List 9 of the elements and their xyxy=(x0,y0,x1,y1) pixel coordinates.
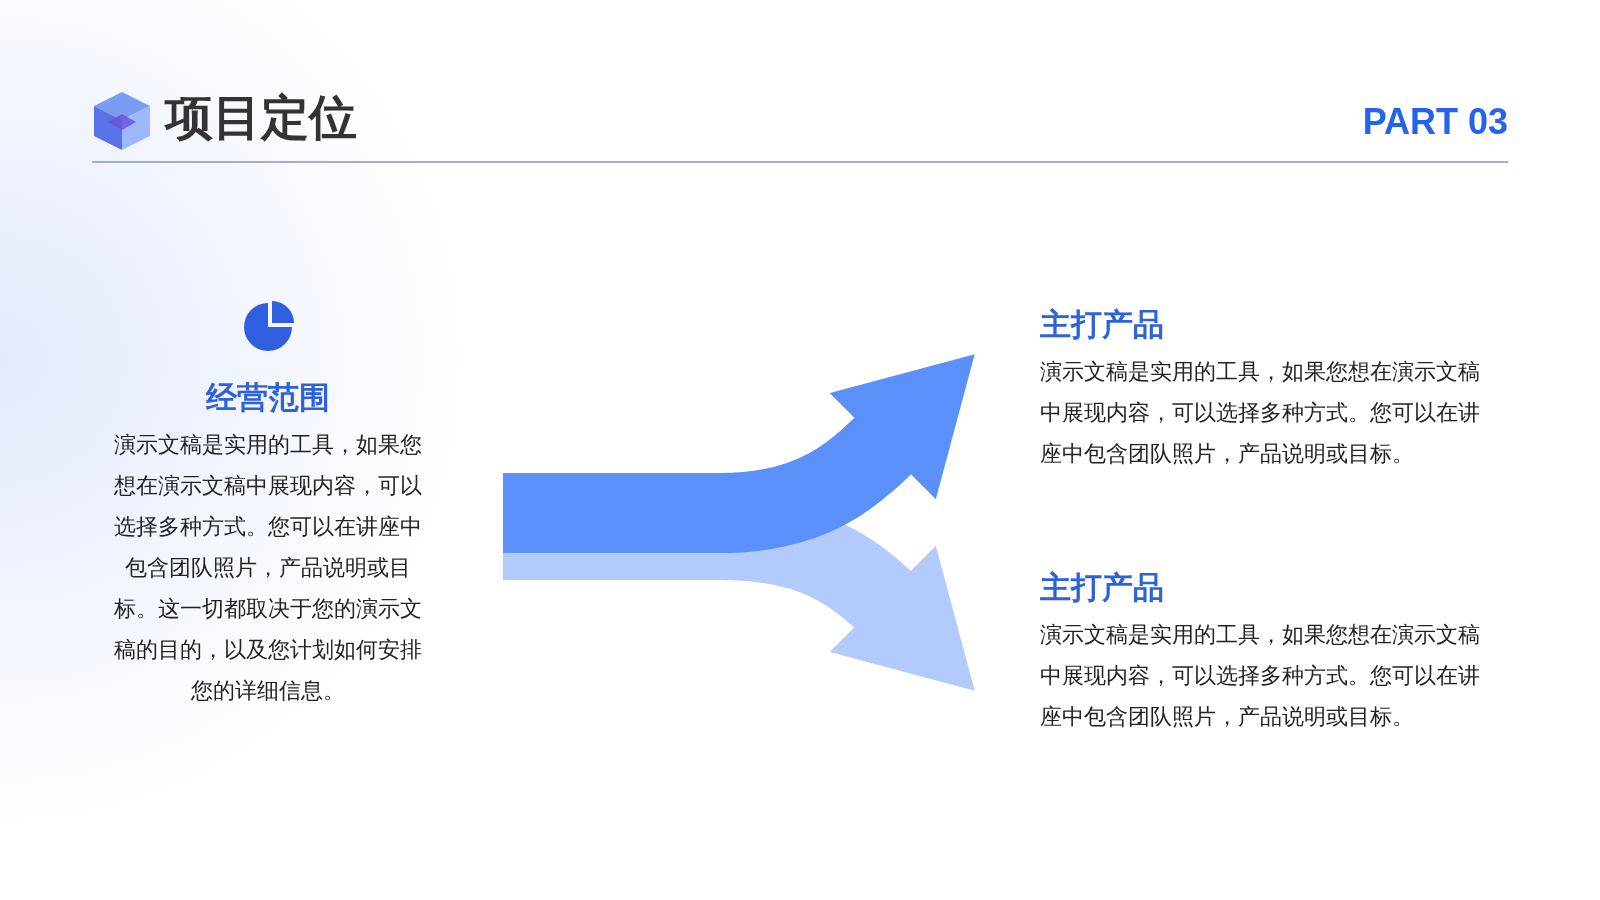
section-heading: 主打产品 xyxy=(1040,569,1164,607)
curved-arrow xyxy=(503,354,975,553)
section-heading: 经营范围 xyxy=(206,379,330,417)
body-text: 演示文稿是实用的工具，如果您想在演示文稿中展现内容，可以选择多种方式。您可以在讲座中包含团队照片，产品说明或目标。这一切都取决于您的演示文稿的目的，以及您计划如何安排您的详细信息。 xyxy=(113,431,423,705)
body-text: 演示文稿是实用的工具，如果您想在演示文稿中展现内容，可以选择多种方式。您可以在讲座中包含团队照片，产品说明或目标。 xyxy=(1040,621,1481,731)
body-text: 演示文稿是实用的工具，如果您想在演示文稿中展现内容，可以选择多种方式。您可以在讲座中包含团队照片，产品说明或目标。 xyxy=(1040,358,1481,468)
part-label: PART 03 xyxy=(1362,100,1508,144)
section-heading: 主打产品 xyxy=(1040,306,1164,344)
slide-title: 项目定位 xyxy=(165,90,357,146)
